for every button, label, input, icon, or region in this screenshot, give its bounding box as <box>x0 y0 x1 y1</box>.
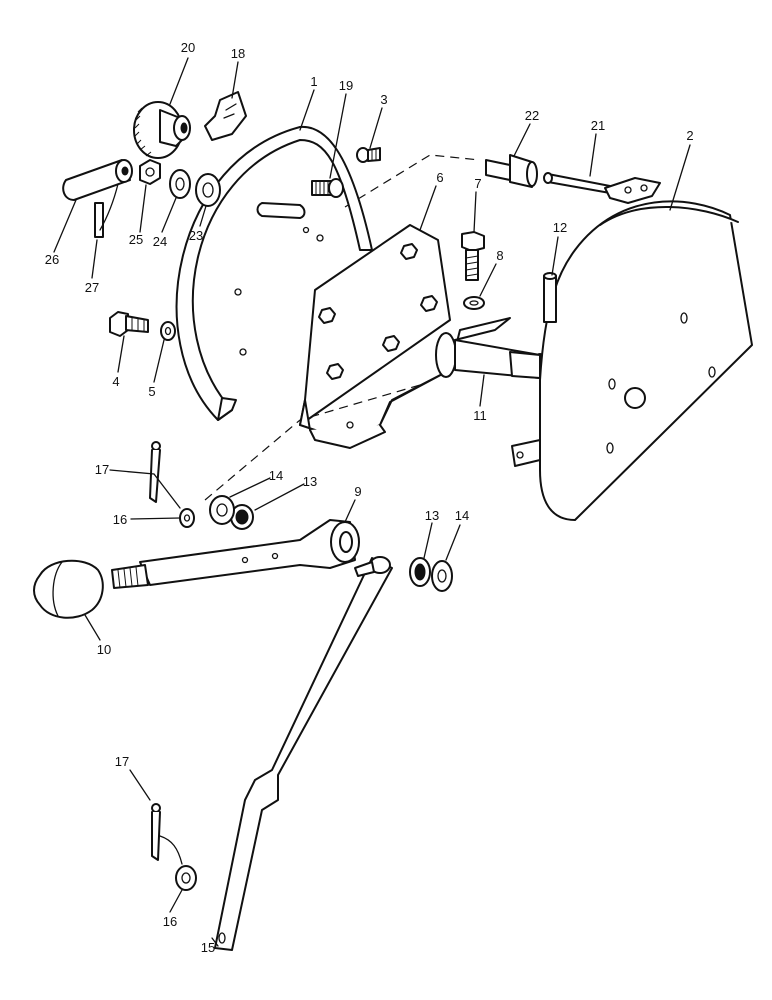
callout-14-right: 14 <box>455 508 469 523</box>
callout-labels: 1 2 3 4 5 6 7 8 9 10 11 12 13 13 14 14 1… <box>45 40 694 955</box>
callout-7: 7 <box>474 176 481 191</box>
callout-5: 5 <box>148 384 155 399</box>
callout-22: 22 <box>525 108 539 123</box>
part-13-bush-right <box>409 557 431 587</box>
callout-18: 18 <box>231 46 245 61</box>
part-8-washer <box>463 296 485 310</box>
callout-17-upper: 17 <box>95 462 109 477</box>
part-26-handle <box>62 159 133 201</box>
part-1-quadrant <box>175 125 373 421</box>
callout-24: 24 <box>153 234 167 249</box>
part-12-pin <box>543 272 557 323</box>
bracket-nuts <box>318 243 438 380</box>
part-15-link <box>214 556 393 951</box>
part-3-screw <box>356 147 381 163</box>
part-14-washer-right <box>431 560 453 592</box>
part-25-nut <box>139 159 161 185</box>
part-9-lever <box>111 519 360 589</box>
callout-25: 25 <box>129 232 143 247</box>
callout-19: 19 <box>339 78 353 93</box>
callout-27: 27 <box>85 280 99 295</box>
callout-17-lower: 17 <box>115 754 129 769</box>
callout-6: 6 <box>436 170 443 185</box>
callout-23: 23 <box>189 228 203 243</box>
part-24-washer <box>169 169 191 199</box>
callout-1: 1 <box>310 74 317 89</box>
callout-16-left: 16 <box>113 512 127 527</box>
part-23-washer <box>195 173 221 207</box>
callout-13-right: 13 <box>425 508 439 523</box>
part-13-bush-left <box>230 504 254 530</box>
part-17-split-pin-upper <box>149 441 161 503</box>
callout-3: 3 <box>380 92 387 107</box>
part-21-rod <box>543 172 661 204</box>
part-6-bracket <box>299 224 511 449</box>
part-19-bolt <box>311 178 344 198</box>
callout-14-left: 14 <box>269 468 283 483</box>
callout-12: 12 <box>553 220 567 235</box>
part-14-washer-left <box>209 495 235 525</box>
callout-16-bottom: 16 <box>163 914 177 929</box>
callout-9: 9 <box>354 484 361 499</box>
callout-13-left: 13 <box>303 474 317 489</box>
callout-26: 26 <box>45 252 59 267</box>
part-10-knob <box>33 559 104 619</box>
callout-10: 10 <box>97 642 111 657</box>
part-2-cover <box>511 200 753 521</box>
callout-20: 20 <box>181 40 195 55</box>
part-4-bolt <box>109 311 149 337</box>
part-5-washer <box>160 321 176 341</box>
part-20-knurled-knob <box>133 101 191 159</box>
callout-8: 8 <box>496 248 503 263</box>
part-27-pin <box>94 202 104 238</box>
callout-15: 15 <box>201 940 215 955</box>
part-17-split-pin-lower <box>151 803 161 861</box>
part-11-shaft <box>435 332 548 379</box>
part-7-bolt <box>461 231 485 281</box>
callout-21: 21 <box>591 118 605 133</box>
part-18-clamp <box>204 91 247 141</box>
leader-lines <box>53 57 691 947</box>
part-22-spacer <box>485 154 538 188</box>
callout-4: 4 <box>112 374 119 389</box>
part-16-washer-bottom <box>175 865 197 891</box>
callout-11: 11 <box>473 408 487 423</box>
callout-2: 2 <box>686 128 693 143</box>
part-16-washer-left <box>179 508 195 528</box>
